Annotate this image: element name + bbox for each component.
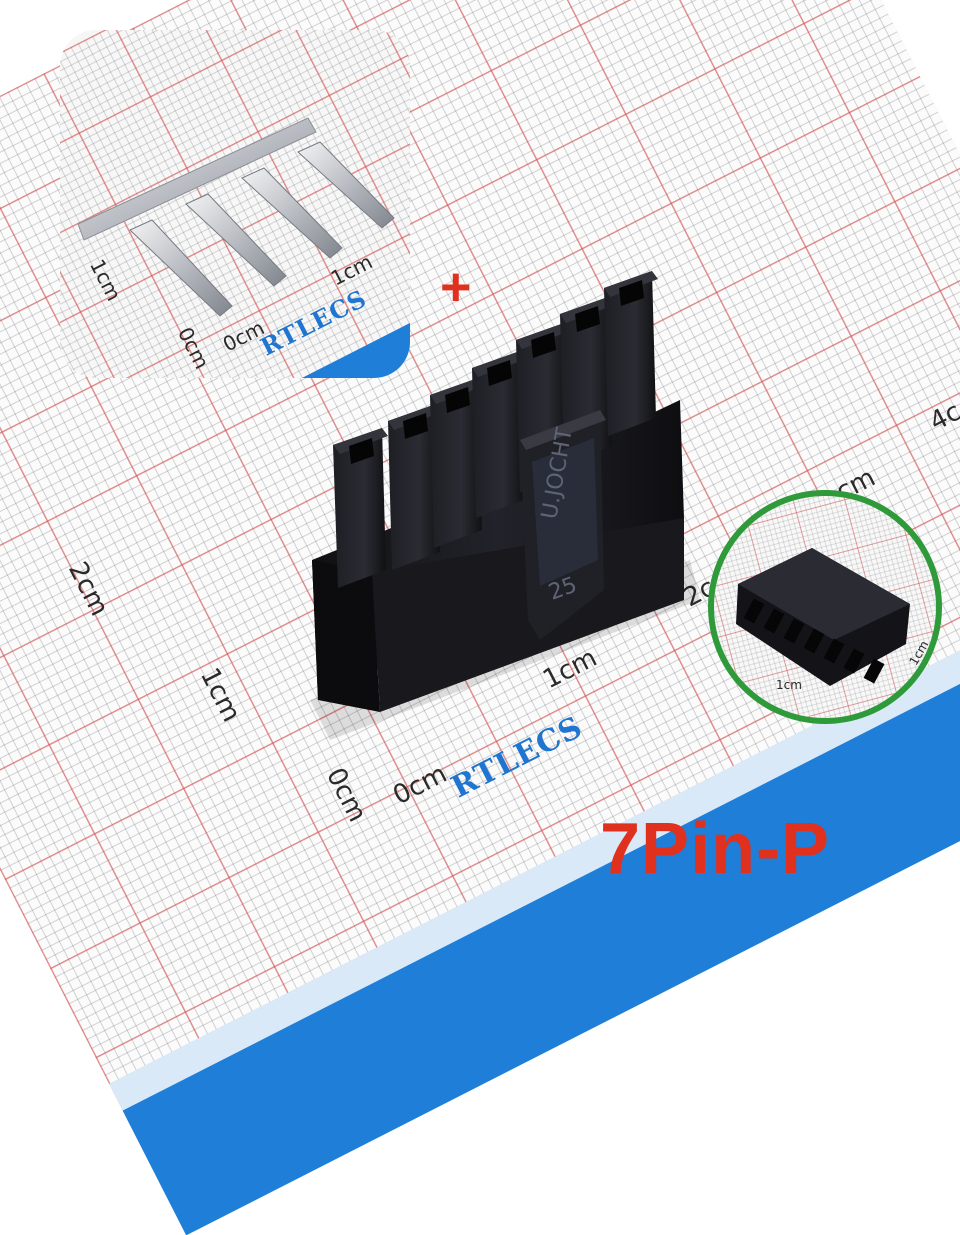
plus-sign: + — [440, 257, 472, 317]
assembled-connector-image — [736, 548, 910, 686]
assembled-connector-thumbnail: 1cm 1cm — [708, 490, 942, 724]
connector-housing-photo: U.JOCHT 25 — [310, 271, 700, 740]
thumbnail-ruler-mark: 1cm — [776, 678, 802, 692]
terminals-inset-photo: 1cm 0cm 0cm 1cm RTLECS — [60, 30, 410, 378]
crimp-terminals-strip — [77, 117, 395, 317]
part-label: 7Pin-P — [600, 809, 831, 889]
pin-cavity-row — [333, 271, 658, 588]
latch: U.JOCHT 25 — [520, 410, 606, 640]
